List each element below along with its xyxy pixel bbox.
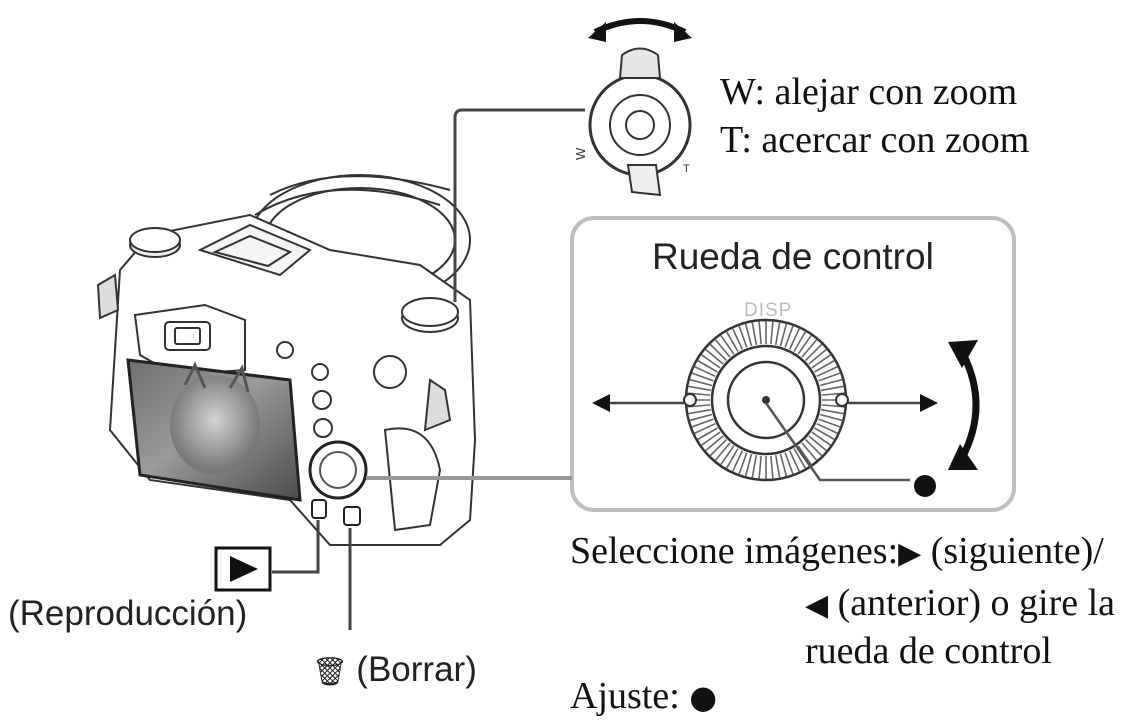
wheel-knurl-tick [816, 422, 838, 435]
select-prev-text: (anterior) o gire la [828, 582, 1116, 624]
delete-label: (Borrar) [356, 650, 477, 689]
wheel-knurl-tick [744, 453, 753, 477]
camera-bottom-buttons [311, 499, 361, 526]
wheel-knurl-tick [709, 439, 727, 457]
wheel-knurl-tick [793, 331, 807, 352]
lcd-screen [126, 358, 302, 502]
wheel-knurl-tick [821, 385, 844, 392]
wheel-knurl-tick [691, 418, 714, 428]
wheel-knurl-tick [738, 452, 748, 475]
wheel-knurl-tick [688, 385, 711, 392]
wheel-knurl-tick [818, 372, 841, 382]
zoom-lever-illustration: W T [573, 18, 692, 197]
wheel-knurl-tick [811, 431, 832, 446]
zoom-tele-text: T: acercar con zoom [720, 119, 1030, 161]
wheel-knurl-tick [704, 348, 724, 365]
wheel-knurl-tick [788, 450, 801, 472]
wheel-knurl-tick [700, 354, 721, 369]
wheel-knurl-tick [697, 359, 718, 373]
wheel-knurl-tick [805, 343, 823, 361]
adjust-label: Ajuste: [570, 675, 690, 717]
wheel-knurl-tick [725, 448, 739, 469]
wheel-knurl-tick [758, 321, 762, 345]
wheel-knurl-tick [818, 418, 841, 428]
wheel-knurl-tick [700, 431, 721, 446]
wheel-knurl-tick [793, 448, 807, 469]
wheel-knurl-tick [819, 378, 843, 387]
wheel-knurl-tick [689, 413, 713, 422]
wheel-knurl-tick [821, 408, 844, 415]
wheel-knurl-tick [738, 325, 748, 348]
delete-row: 🗑 (Borrar) [312, 650, 477, 690]
wheel-knurl-tick [816, 365, 838, 378]
camera-control-wheel [308, 440, 368, 500]
wheel-knurl-tick [805, 439, 823, 457]
wheel-knurl-tick [808, 348, 828, 365]
playback-icon [214, 546, 272, 592]
wheel-knurl-tick [770, 321, 774, 345]
wheel-direction-arrows [592, 394, 938, 412]
wheel-knurl-tick [774, 455, 781, 478]
zoom-wide-text: W: alejar con zoom [720, 71, 1018, 113]
wheel-knurl-tick [714, 442, 731, 462]
wheel-knurl-tick [788, 328, 801, 350]
wheel-knurl-tick [751, 455, 758, 478]
wheel-knurl-tick [731, 328, 744, 350]
wheel-knurl-tick [811, 354, 832, 369]
wheel-knurl-tick [819, 413, 843, 422]
select-next-text: (siguiente)/ [921, 530, 1104, 572]
wheel-knurl-tick [691, 372, 714, 382]
select-line-1: Seleccione imágenes:▶ (siguiente)/ [570, 528, 1104, 577]
wheel-knurl-tick [731, 450, 744, 472]
lever-w-mark: W [573, 147, 588, 160]
wheel-knurl-tick [758, 455, 762, 479]
center-button-leader [764, 402, 910, 482]
wheel-knurl-tick [714, 338, 731, 358]
wheel-knurl-tick [779, 453, 788, 477]
wheel-knurl-tick [814, 427, 835, 441]
adjust-line: Ajuste: ● [570, 673, 717, 720]
prev-arrow-icon: ◀ [805, 588, 829, 623]
playback-leader-line [272, 520, 320, 574]
wheel-knurl-tick [688, 408, 711, 415]
wheel-knurl-tick [797, 445, 812, 466]
big-control-wheel [683, 318, 849, 482]
wheel-knurl-tick [774, 322, 781, 345]
wheel-knurl-tick [779, 323, 788, 347]
wheel-knurl-tick [784, 325, 794, 348]
wheel-knurl-tick [697, 427, 718, 441]
wheel-knurl-tick [720, 334, 735, 355]
lever-t-mark: T [683, 163, 690, 175]
wheel-knurl-tick [689, 378, 713, 387]
wheel-knurl-tick [704, 435, 724, 452]
wheel-knurl-tick [801, 442, 818, 462]
wheel-knurl-tick [744, 323, 753, 347]
set-bullet-icon: ● [689, 678, 718, 716]
zoom-leader-line [453, 108, 585, 302]
wheel-knurl-tick [797, 334, 812, 355]
wheel-knurl-tick [694, 365, 716, 378]
trash-icon: 🗑 [312, 655, 348, 688]
select-line-2: ◀ (anterior) o gire la [805, 580, 1115, 629]
control-wheel-title: Rueda de control [652, 236, 934, 277]
wheel-knurl-tick [814, 359, 835, 373]
wheel-knurl-tick [784, 452, 794, 475]
select-prefix: Seleccione imágenes: [570, 530, 899, 572]
disp-label: DISP [744, 300, 793, 321]
wheel-knurl-tick [720, 445, 735, 466]
wheel-knurl-tick [808, 435, 828, 452]
wheel-knurl-tick [751, 322, 758, 345]
select-line-3: rueda de control [805, 630, 1052, 672]
wheel-knurl-tick [694, 422, 716, 435]
next-arrow-icon: ▶ [898, 536, 922, 571]
playback-label: (Reproducción) [8, 594, 248, 633]
wheel-knurl-tick [770, 455, 774, 479]
wheel-knurl-tick [725, 331, 739, 352]
set-dot-icon [914, 475, 936, 497]
wheel-knurl-tick [801, 338, 818, 358]
rotate-arrow-icon [948, 340, 980, 470]
wheel-knurl-tick [709, 343, 727, 361]
